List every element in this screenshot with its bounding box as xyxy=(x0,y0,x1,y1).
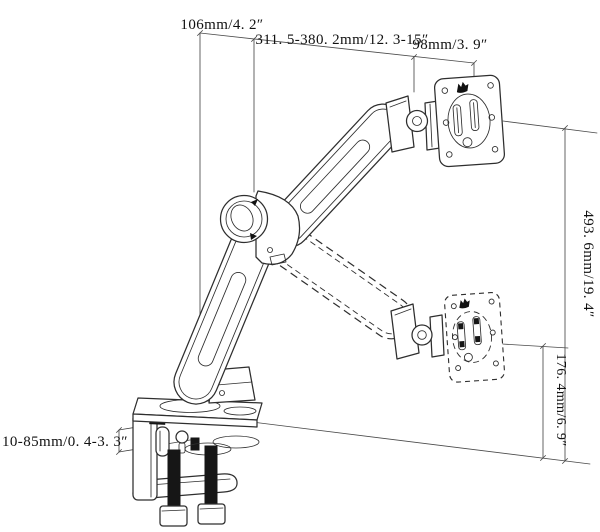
vesa-slot-right-raised xyxy=(469,99,480,132)
clamp-foot-right xyxy=(197,503,226,525)
elbow-hub-ring xyxy=(225,200,263,238)
monitor-head-joint-raised xyxy=(385,95,441,153)
rotation-arrow-up xyxy=(251,199,258,206)
clamp-screw-left xyxy=(167,449,181,511)
vesa-plate-raised xyxy=(433,74,506,168)
clamp-back-column xyxy=(132,413,158,501)
head-link-lowered xyxy=(429,314,445,358)
vesa-screw-holes-raised xyxy=(441,82,499,158)
extension-line-desk-surface xyxy=(251,421,591,465)
dim-label-top-offset: 106mm/4. 2″ xyxy=(180,17,263,33)
vesa-plate-raised-body xyxy=(433,74,506,168)
vesa-logo-mark-lowered xyxy=(459,298,470,309)
elbow-hub-outer xyxy=(219,194,269,244)
monitor-head-joint-lowered xyxy=(390,303,445,360)
vesa-slot-left-raised xyxy=(452,104,463,137)
dimension-ticks-right xyxy=(540,125,568,464)
lower-arm-slot xyxy=(197,271,247,367)
head-clevis-raised xyxy=(385,95,415,153)
base-rear-recess xyxy=(223,406,257,416)
vesa-screw-holes-lowered xyxy=(450,298,499,371)
desk-clamp-base xyxy=(132,397,263,527)
head-pivot-raised xyxy=(405,109,429,133)
vesa-plate-lowered-body xyxy=(444,292,506,383)
clamp-screw-right xyxy=(204,445,218,509)
elbow-joint xyxy=(219,190,301,266)
clamp-foot-left xyxy=(159,505,188,527)
dimension-ticks-top xyxy=(197,30,477,66)
top-dimension-line xyxy=(199,32,475,64)
adjustment-keyhole xyxy=(175,430,189,444)
vesa-logo-mark-raised xyxy=(456,81,469,93)
elbow-hub-bore xyxy=(230,204,254,232)
mount-bolt xyxy=(219,390,225,396)
vesa-slot-right-lowered xyxy=(472,316,482,346)
dimension-text: 106mm/4. 2″ 311. 5-380. 2mm/12. 3-15″ 98… xyxy=(2,17,596,450)
head-pivot-lowered xyxy=(411,324,433,346)
clamp-pad-right xyxy=(212,435,260,449)
vesa-bottom-hole-lowered xyxy=(463,352,473,362)
dim-label-min-height: 176. 4mm/6. 9″ xyxy=(553,353,568,446)
elbow-bolt xyxy=(267,247,273,253)
gas-cylinder xyxy=(155,426,170,457)
dim-label-head-depth: 98mm/3. 9″ xyxy=(412,37,487,53)
vesa-slot-left-lowered xyxy=(456,321,467,351)
vesa-plate-lowered-dashed xyxy=(444,292,506,383)
vesa-bottom-hole-raised xyxy=(462,137,473,148)
head-clevis-lowered xyxy=(390,303,420,360)
dim-label-clamp-range: 10-85mm/0. 4-3. 3″ xyxy=(2,434,128,450)
dim-label-arm-extension: 311. 5-380. 2mm/12. 3-15″ xyxy=(255,32,428,48)
vesa-slot-marks-lowered xyxy=(458,317,481,348)
rotation-arrow-down xyxy=(250,233,257,240)
dim-label-max-height: 493. 6mm/19. 4″ xyxy=(580,210,596,317)
base-top-plate-edge xyxy=(132,413,258,428)
dimension-annotations xyxy=(116,30,598,465)
extension-line-lower-vesa xyxy=(501,343,569,349)
upper-arm-slot xyxy=(299,139,371,214)
elbow-housing xyxy=(255,190,301,265)
extension-line-upper-vesa xyxy=(502,120,598,134)
dimension-ticks-clamp xyxy=(116,427,122,455)
